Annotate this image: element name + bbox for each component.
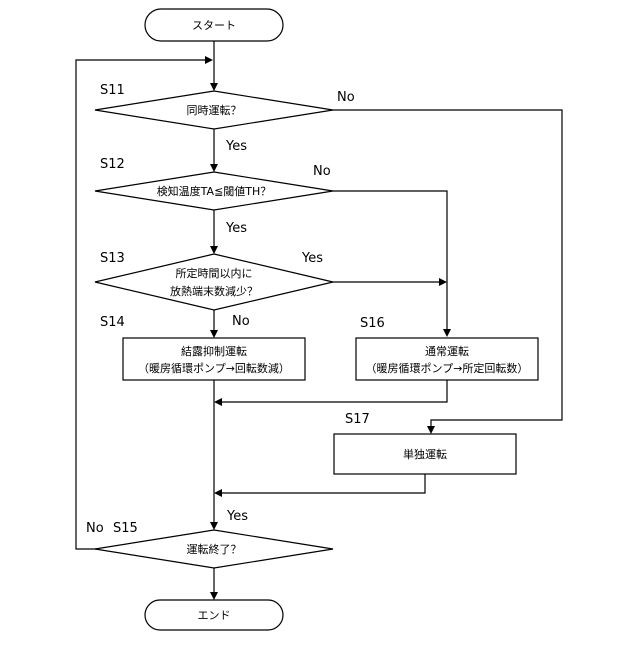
- s12-yes-label: Yes: [225, 221, 247, 236]
- s11-no-label: No: [337, 90, 355, 105]
- s12-decision: 検知温度TA≦閾値TH？: [95, 172, 333, 210]
- s16-step-label: S16: [360, 316, 385, 331]
- s11-decision: 同時運転？: [95, 91, 333, 129]
- arrow-s16-merge: [214, 398, 222, 406]
- arrow-start-to-s11: [210, 83, 218, 91]
- arrow-s12-no: [443, 329, 451, 337]
- edge-s12-no: [333, 191, 447, 330]
- s14-step-label: S14: [100, 315, 125, 330]
- s16-text-line2: （暖房循環ポンプ→所定回転数）: [366, 361, 529, 375]
- arrow-s11-no: [427, 426, 435, 434]
- end-node: エンド: [145, 600, 283, 630]
- s11-step-label: S11: [100, 83, 125, 98]
- s15-text: 運転終了？: [187, 542, 242, 556]
- s11-yes-label: Yes: [225, 139, 247, 154]
- s12-step-label: S12: [100, 157, 125, 172]
- start-node: スタート: [145, 9, 283, 41]
- edge-s17-merge: [221, 474, 425, 493]
- end-label: エンド: [198, 609, 231, 622]
- s15-step-label: S15: [113, 521, 138, 536]
- s13-yes-label: Yes: [301, 251, 323, 266]
- s13-decision: 所定時間以内に 放熱端末数減少？: [95, 254, 333, 310]
- s11-text: 同時運転？: [187, 104, 242, 117]
- arrow-s11-yes: [210, 164, 218, 172]
- s12-text: 検知温度TA≦閾値TH？: [157, 184, 272, 198]
- s13-text-line2: 放熱端末数減少？: [170, 284, 258, 298]
- s13-text-line1: 所定時間以内に: [176, 266, 253, 280]
- arrow-to-end: [210, 592, 218, 600]
- s14-text-line1: 結露抑制運転: [181, 344, 247, 358]
- s14-process: 結露抑制運転 （暖房循環ポンプ→回転数減）: [123, 338, 305, 380]
- s14-text-line2: （暖房循環ポンプ→回転数減）: [138, 361, 290, 375]
- arrow-s13-no: [210, 330, 218, 338]
- s13-step-label: S13: [100, 251, 125, 266]
- edge-loop-back: [76, 60, 206, 549]
- arrow-to-s15: [210, 522, 218, 530]
- s16-text-line1: 通常運転: [425, 345, 469, 358]
- s15-yes-label: Yes: [226, 509, 248, 524]
- s17-step-label: S17: [345, 412, 370, 427]
- edge-s16-merge: [221, 380, 447, 402]
- s17-process: 単独運転: [334, 434, 516, 474]
- s12-no-label: No: [313, 164, 331, 179]
- arrow-loop-back: [205, 56, 213, 64]
- s17-text: 単独運転: [403, 447, 447, 461]
- arrow-s12-yes: [210, 246, 218, 254]
- arrow-s17-merge: [214, 489, 222, 497]
- start-label: スタート: [192, 19, 236, 32]
- s16-process: 通常運転 （暖房循環ポンプ→所定回転数）: [356, 338, 538, 380]
- s13-no-label: No: [232, 314, 250, 329]
- s15-no-label: No: [86, 521, 104, 536]
- arrow-s13-yes: [439, 278, 447, 286]
